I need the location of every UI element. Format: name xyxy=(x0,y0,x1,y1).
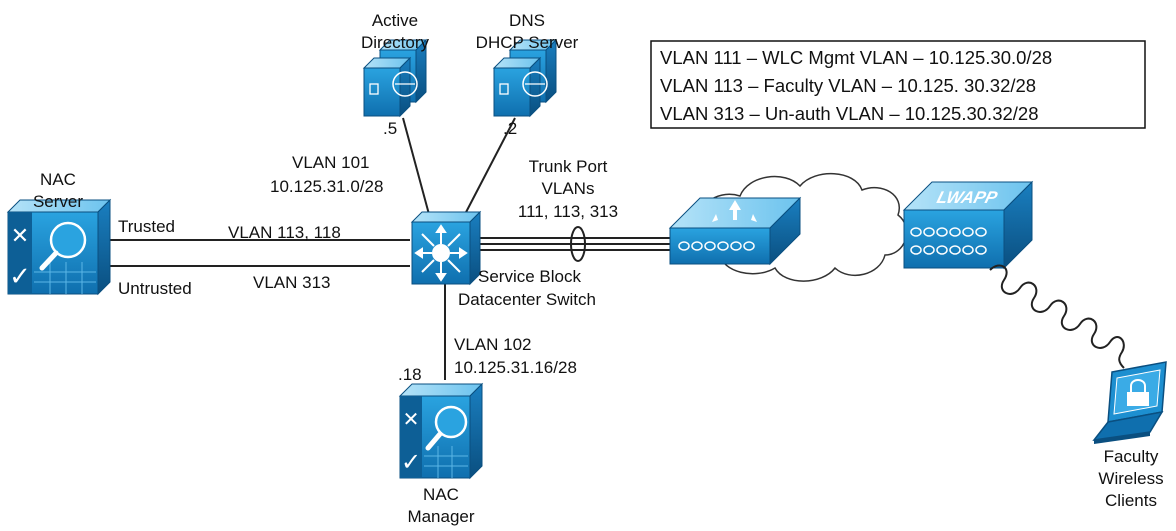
clients-label: Wireless xyxy=(1098,469,1163,488)
links xyxy=(108,117,670,380)
trunk-label: 111, 113, 313 xyxy=(518,202,618,221)
switch-label: Datacenter Switch xyxy=(458,290,596,309)
trunk-label: Trunk Port xyxy=(529,157,608,176)
active-directory-address: .5 xyxy=(383,119,397,138)
nac-server-label: Server xyxy=(33,192,83,211)
dns-dhcp-label: DHCP Server xyxy=(476,33,579,52)
svg-text:✓: ✓ xyxy=(9,262,31,292)
clients-label: Clients xyxy=(1105,491,1157,510)
svg-text:✕: ✕ xyxy=(403,407,420,431)
server-icon xyxy=(362,38,428,118)
trunk-bundle-ring xyxy=(570,226,586,262)
lock-icon xyxy=(1127,379,1149,406)
trusted-port-label: Trusted xyxy=(118,217,175,236)
dns-dhcp-label: DNS xyxy=(509,11,545,30)
vlan102-subnet: 10.125.31.16/28 xyxy=(454,358,577,377)
link-active-directory xyxy=(402,117,431,219)
legend-line: VLAN 111 – WLC Mgmt VLAN – 10.125.30.0/2… xyxy=(660,47,1052,68)
vlan101-label: VLAN 101 xyxy=(292,153,370,172)
wireless-link xyxy=(989,264,1125,369)
server-icon xyxy=(492,38,558,118)
lwapp-label: LWAPP xyxy=(935,187,1000,207)
vlan101-subnet: 10.125.31.0/28 xyxy=(270,177,383,196)
dns-dhcp-address: .2 xyxy=(503,119,517,138)
active-directory-label: Directory xyxy=(361,33,430,52)
laptop-icon xyxy=(1092,361,1167,444)
trunk-label: VLANs xyxy=(542,179,595,198)
untrusted-vlan-label: VLAN 313 xyxy=(253,273,331,292)
nac-server-label: NAC xyxy=(40,170,76,189)
nac-manager-label: NAC xyxy=(423,485,459,504)
untrusted-port-label: Untrusted xyxy=(118,279,192,298)
vlan-legend: VLAN 111 – WLC Mgmt VLAN – 10.125.30.0/2… xyxy=(650,40,1146,129)
svg-text:✓: ✓ xyxy=(401,448,421,476)
switch-label: Service Block xyxy=(478,267,581,286)
lwapp-access-point-icon: LWAPP xyxy=(902,180,1034,270)
wireless-controller-icon xyxy=(668,196,802,266)
svg-text:✕: ✕ xyxy=(11,224,29,249)
legend-line: VLAN 313 – Un-auth VLAN – 10.125.30.32/2… xyxy=(660,103,1039,124)
clients-label: Faculty xyxy=(1104,447,1159,466)
active-directory-label: Active xyxy=(372,11,418,30)
vlan102-label: VLAN 102 xyxy=(454,335,532,354)
nac-manager-label: Manager xyxy=(407,507,474,526)
nac-manager-address: .18 xyxy=(398,365,422,384)
nac-manager-icon: ✕ ✓ xyxy=(398,382,484,480)
multilayer-switch-icon xyxy=(410,210,482,286)
legend-line: VLAN 113 – Faculty VLAN – 10.125. 30.32/… xyxy=(660,75,1036,96)
nac-server-icon: ✕ ✓ xyxy=(6,198,112,296)
trusted-vlan-label: VLAN 113, 118 xyxy=(228,223,341,242)
link-dns-dhcp xyxy=(462,117,516,219)
